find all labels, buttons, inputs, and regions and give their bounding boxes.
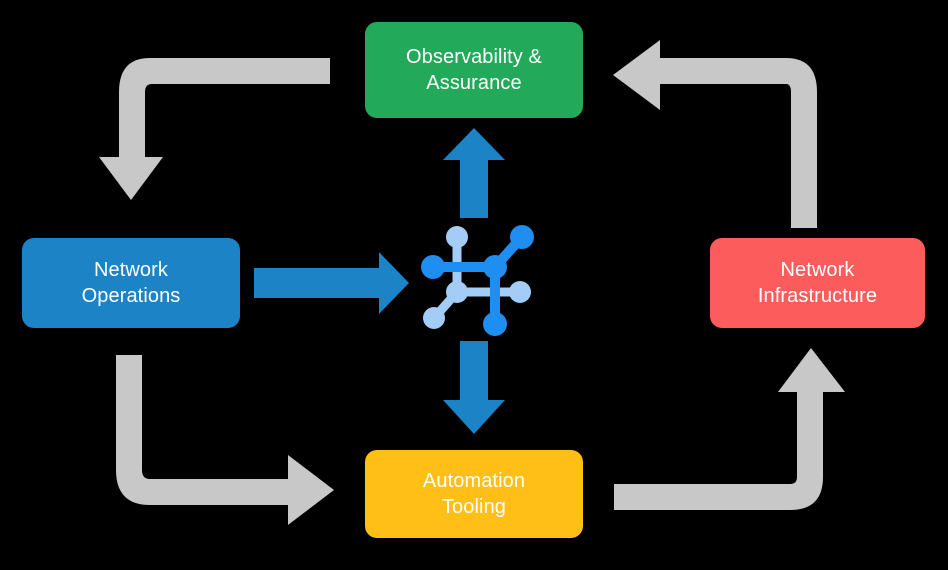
arrow-automation-to-infrastructure bbox=[614, 348, 845, 510]
arrow-observability-to-operations bbox=[99, 58, 330, 200]
node-network-infrastructure[interactable]: Network Infrastructure bbox=[710, 238, 925, 328]
node-observability-label: Observability & Assurance bbox=[406, 45, 542, 94]
node-infrastructure-label: Network Infrastructure bbox=[757, 258, 878, 307]
arrow-center-to-automation bbox=[443, 341, 505, 434]
node-network-operations[interactable]: Network Operations bbox=[22, 238, 240, 328]
node-observability-assurance[interactable]: Observability & Assurance bbox=[365, 22, 583, 118]
arrow-infrastructure-to-observability bbox=[613, 40, 817, 228]
arrow-operations-to-center bbox=[254, 252, 409, 314]
network-topology-icon bbox=[421, 225, 534, 336]
node-automation-tooling[interactable]: Automation Tooling bbox=[365, 450, 583, 538]
node-operations-label: Network Operations bbox=[81, 258, 181, 307]
node-automation-label: Automation Tooling bbox=[422, 469, 526, 518]
arrow-operations-to-automation bbox=[116, 355, 334, 525]
arrow-center-to-observability bbox=[443, 128, 505, 218]
